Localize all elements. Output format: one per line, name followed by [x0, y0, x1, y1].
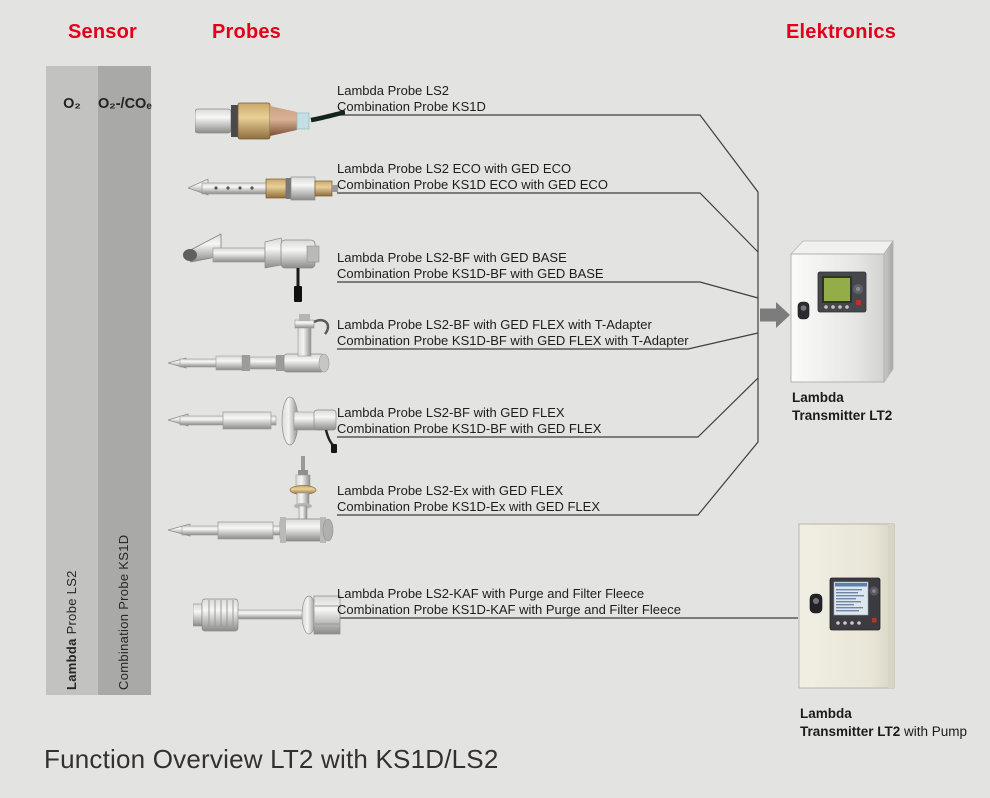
- transmitter-lt2-label-line1: Lambda: [792, 390, 844, 405]
- probe-label-line: Combination Probe KS1D-BF with GED BASE: [337, 266, 604, 281]
- line-probe2: [337, 192, 759, 253]
- probe-label-line: Lambda Probe LS2-Ex with GED FLEX: [337, 483, 564, 498]
- probe-label-line: Combination Probe KS1D-Ex with GED FLEX: [337, 499, 600, 514]
- probe-ls2-eco-image: [188, 176, 338, 201]
- probe-label-4: Lambda Probe LS2-BF with GED FLEX with T…: [337, 317, 757, 349]
- probe-label-line: Lambda Probe LS2 ECO with GED ECO: [337, 161, 572, 176]
- probe-ls2-ex-flex-image: [168, 456, 334, 543]
- lambda-probe-ls2-vertical-label: Lambda Probe LS2: [64, 570, 80, 690]
- o2-column-label: O₂: [63, 96, 81, 112]
- probes-header: Probes: [212, 21, 282, 43]
- transmitter-lt2-label: Lambda Transmitter LT2: [792, 389, 892, 425]
- sensor-column-o2-co: [98, 66, 151, 695]
- probe-label-line: Combination Probe KS1D ECO with GED ECO: [337, 177, 608, 192]
- probe-label-line: Lambda Probe LS2-BF with GED FLEX: [337, 405, 565, 420]
- combination-probe-ks1d-vertical-label: Combination Probe KS1D: [116, 534, 131, 690]
- transmitter-lt2-pump-label: Lambda Transmitter LT2 with Pump: [800, 705, 967, 741]
- probe-label-3: Lambda Probe LS2-BF with GED BASE Combin…: [337, 250, 757, 282]
- probe-ls2-bf-base-image: [183, 233, 320, 302]
- probe-label-line: Lambda Probe LS2: [337, 83, 450, 98]
- o2-co-column-label: O₂-/COₑ: [98, 96, 152, 112]
- label-bold-part: Transmitter LT2: [800, 724, 901, 739]
- probe-label-6: Lambda Probe LS2-Ex with GED FLEX Combin…: [337, 483, 757, 515]
- transmitter-lt2-image: [790, 239, 894, 384]
- page-title: Function Overview LT2 with KS1D/LS2: [44, 744, 499, 774]
- probe-label-line: Combination Probe KS1D-BF with GED FLEX: [337, 421, 602, 436]
- vertical-label-bold: Lambda: [64, 638, 79, 690]
- transmitter-lt2-pump-image: [798, 523, 895, 689]
- probe-label-line: Combination Probe KS1D: [337, 99, 486, 114]
- transmitter-lt2-label-line2: Transmitter LT2: [792, 408, 893, 423]
- sensor-header: Sensor: [68, 21, 138, 43]
- probe-label-line: Combination Probe KS1D-BF with GED FLEX …: [337, 333, 689, 348]
- probe-label-1: Lambda Probe LS2 Combination Probe KS1D: [337, 83, 757, 115]
- probe-label-2: Lambda Probe LS2 ECO with GED ECO Combin…: [337, 161, 757, 193]
- transmitter-lt2-pump-label-line2: Transmitter LT2 with Pump: [800, 723, 967, 741]
- flow-arrow-icon: [760, 302, 790, 328]
- probe-ls2-kaf-image: [193, 595, 341, 635]
- lcd-screen-green: [824, 278, 850, 301]
- label-regular-part: with Pump: [900, 724, 968, 739]
- probe-label-7: Lambda Probe LS2-KAF with Purge and Filt…: [337, 586, 757, 618]
- electronics-header: Elektronics: [786, 21, 897, 43]
- probe-label-line: Lambda Probe LS2-BF with GED BASE: [337, 250, 567, 265]
- transmitter-lt2-pump-label-line1: Lambda: [800, 706, 852, 721]
- probe-ls2-bf-flex-image: [168, 396, 337, 453]
- probe-ls2-image: [195, 102, 345, 140]
- probe-label-line: Lambda Probe LS2-BF with GED FLEX with T…: [337, 317, 652, 332]
- vertical-label-rest: Probe LS2: [64, 570, 79, 639]
- probe-ls2-bf-flex-tadapter-image: [168, 314, 330, 373]
- line-probe3: [337, 281, 759, 299]
- probe-label-line: Combination Probe KS1D-KAF with Purge an…: [337, 602, 681, 617]
- probe-label-5: Lambda Probe LS2-BF with GED FLEX Combin…: [337, 405, 757, 437]
- sensor-column-o2: [46, 66, 98, 695]
- probe-label-line: Lambda Probe LS2-KAF with Purge and Filt…: [337, 586, 645, 601]
